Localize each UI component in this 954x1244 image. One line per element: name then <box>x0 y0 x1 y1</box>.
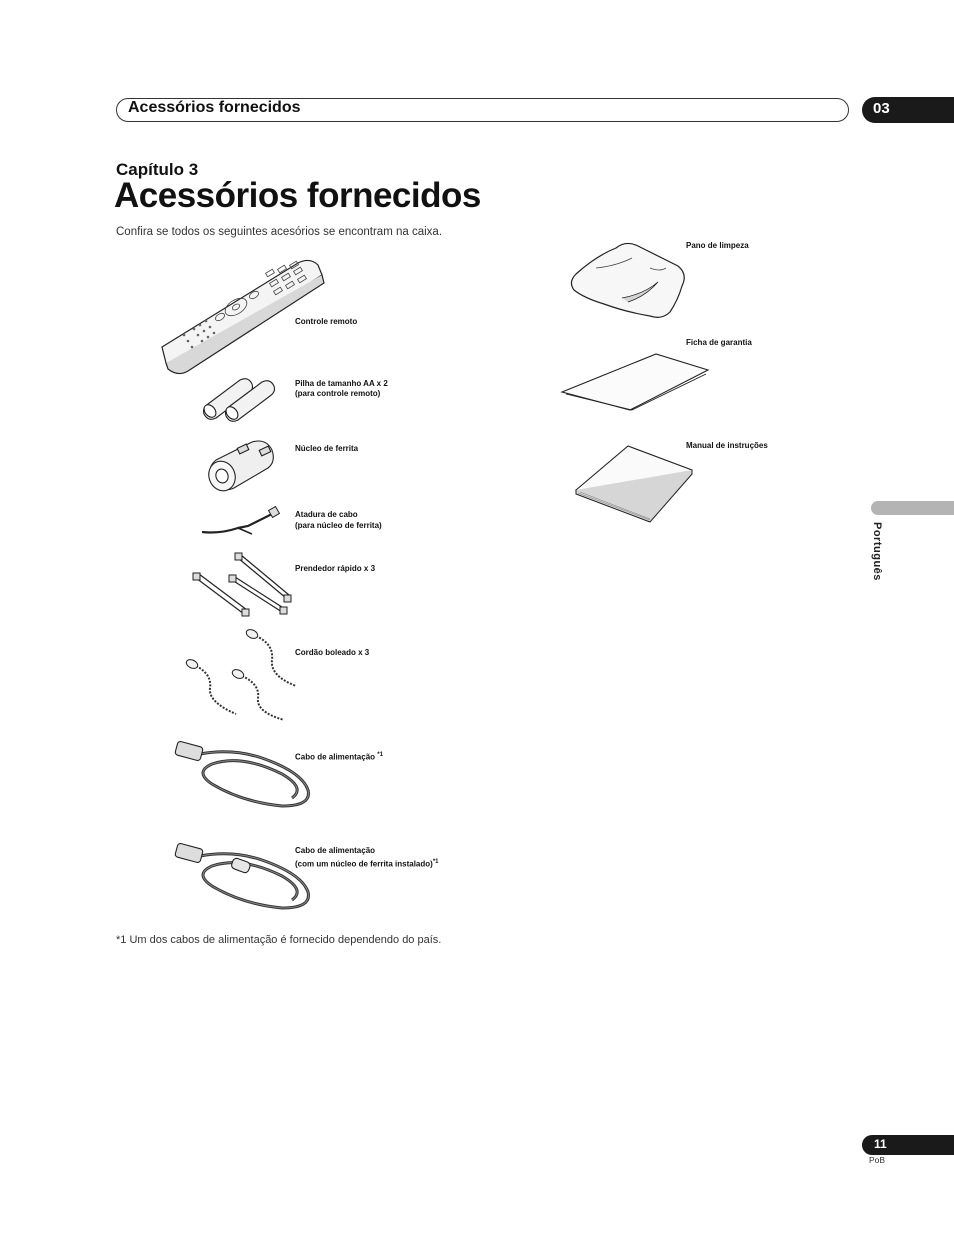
chapter-tab <box>862 97 954 123</box>
language-tab <box>871 501 954 515</box>
ferrite-core-illustration <box>208 440 274 492</box>
power-cable-illustration <box>174 740 310 808</box>
batteries-label-2: (para controle remoto) <box>295 389 381 398</box>
instruction-manual-illustration <box>574 445 693 523</box>
power-cable-ferrite-label-1: Cabo de alimentação <box>295 846 376 855</box>
language-label: Português <box>871 522 883 581</box>
batteries-label-1: Pilha de tamanho AA x 2 <box>295 379 388 388</box>
power-cable-ferrite-illustration <box>174 842 310 910</box>
chapter-number: 03 <box>873 100 890 117</box>
quick-clamp-label: Prendedor rápido x 3 <box>295 564 376 573</box>
header-bar <box>116 98 849 122</box>
bead-cord-label: Cordão boleado x 3 <box>295 648 370 657</box>
bead-cords-illustration <box>185 629 297 721</box>
page-title: Acessórios fornecidos <box>114 176 481 215</box>
page-code: PoB <box>869 1155 886 1165</box>
batteries-illustration <box>202 378 276 422</box>
quick-clamps-illustration <box>192 552 292 617</box>
warranty-card-illustration <box>560 353 710 411</box>
cable-tie-illustration <box>201 505 281 535</box>
cable-tie-label-1: Atadura de cabo <box>295 510 358 519</box>
page-number: 11 <box>874 1137 887 1151</box>
cleaning-cloth-illustration <box>570 242 685 318</box>
remote-control-illustration <box>161 259 325 375</box>
remote-label: Controle remoto <box>295 317 358 326</box>
cloth-label: Pano de limpeza <box>686 241 749 250</box>
manual-label: Manual de instruções <box>686 441 768 450</box>
warranty-label: Ficha de garantia <box>686 338 752 347</box>
power-cable-label: Cabo de alimentação *1 <box>295 752 383 762</box>
chapter-kicker: Capítulo 3 <box>116 160 199 179</box>
power-cable-ferrite-label-2: (com um núcleo de ferrita instalado)*1 <box>295 859 439 869</box>
page-number-tab <box>862 1135 954 1155</box>
ferrite-label: Núcleo de ferrita <box>295 444 359 453</box>
cable-tie-label-2: (para núcleo de ferrita) <box>295 521 382 530</box>
header-section-title: Acessórios fornecidos <box>128 99 301 116</box>
intro-text: Confira se todos os seguintes acesórios … <box>116 226 443 238</box>
footnote: *1 Um dos cabos de alimentação é forneci… <box>116 934 442 946</box>
